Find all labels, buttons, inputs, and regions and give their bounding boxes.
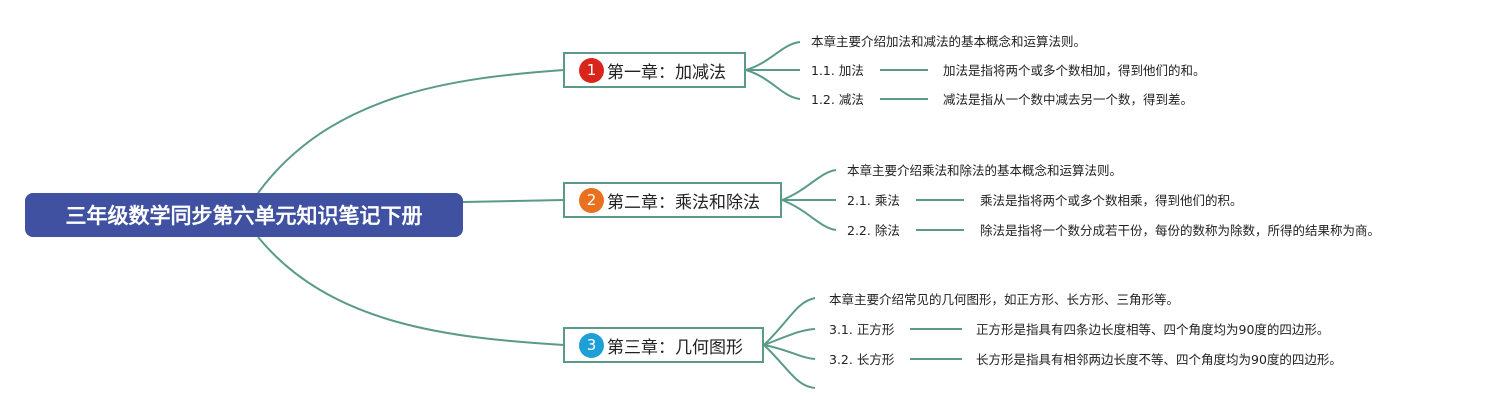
number-3-badge-icon: 3 [579, 332, 604, 358]
ch3-extra-branch [763, 344, 816, 389]
ch3-intro-branch [763, 297, 816, 346]
root-to-chapter2-link [462, 199, 565, 203]
number-2-badge-icon: 2 [579, 187, 604, 213]
ch2-intro-branch [781, 169, 837, 201]
chapter-3-item-2-desc[interactable]: 长方形是指具有相邻两边长度不等、四个角度均为90度的四边形。 [976, 352, 1342, 367]
chapter-3-intro[interactable]: 本章主要介绍常见的几何图形，如正方形、长方形、三角形等。 [829, 292, 1180, 307]
chapter-3-title: 第三章：几何图形 [607, 337, 743, 358]
chapter-2-item-1-desc[interactable]: 乘法是指将两个或多个数相乘，得到他们的积。 [980, 193, 1243, 208]
chapter-2-title: 第二章：乘法和除法 [607, 192, 760, 213]
chapter-1-item-1-desc[interactable]: 加法是指将两个或多个数相加，得到他们的和。 [943, 63, 1206, 78]
root-topic-title: 三年级数学同步第六单元知识笔记下册 [65, 204, 423, 228]
chapter-2-intro[interactable]: 本章主要介绍乘法和除法的基本概念和运算法则。 [847, 163, 1123, 178]
chapter-1-intro[interactable]: 本章主要介绍加法和减法的基本概念和运算法则。 [811, 34, 1087, 49]
ch2-item2-branch [781, 199, 837, 231]
chapter-1-item-2-label[interactable]: 1.2. 减法 [811, 92, 864, 107]
chapter-3-item-1-label[interactable]: 3.1. 正方形 [829, 322, 895, 337]
ch3-item1-branch [763, 328, 816, 346]
root-topic[interactable]: 三年级数学同步第六单元知识笔记下册 [25, 193, 463, 237]
chapter-3-item-1-desc[interactable]: 正方形是指具有四条边长度相等、四个角度均为90度的四边形。 [976, 322, 1330, 337]
ch1-item2-branch [745, 69, 801, 100]
ch1-intro-branch [745, 41, 801, 71]
chapter-1-item-2-desc[interactable]: 减法是指从一个数中减去另一个数，得到差。 [943, 92, 1194, 107]
chapter-2-item-2-desc[interactable]: 除法是指将一个数分成若干份，每份的数称为除数，所得的结果称为商。 [980, 223, 1381, 238]
chapter-1-node[interactable]: 1 第一章：加减法 [563, 52, 746, 88]
ch3-item2-branch [763, 344, 816, 360]
chapter-3-item-2-label[interactable]: 3.2. 长方形 [829, 352, 895, 367]
chapter-2-item-1-label[interactable]: 2.1. 乘法 [847, 193, 900, 208]
chapter-2-node[interactable]: 2 第二章：乘法和除法 [563, 182, 782, 218]
chapter-1-title: 第一章：加减法 [607, 62, 726, 83]
root-to-chapter3-link [257, 236, 565, 346]
number-1-badge-icon: 1 [579, 57, 604, 83]
chapter-2-item-2-label[interactable]: 2.2. 除法 [847, 223, 900, 238]
chapter-3-node[interactable]: 3 第三章：几何图形 [563, 327, 764, 363]
root-to-chapter1-link [257, 69, 565, 194]
chapter-1-item-1-label[interactable]: 1.1. 加法 [811, 63, 864, 78]
